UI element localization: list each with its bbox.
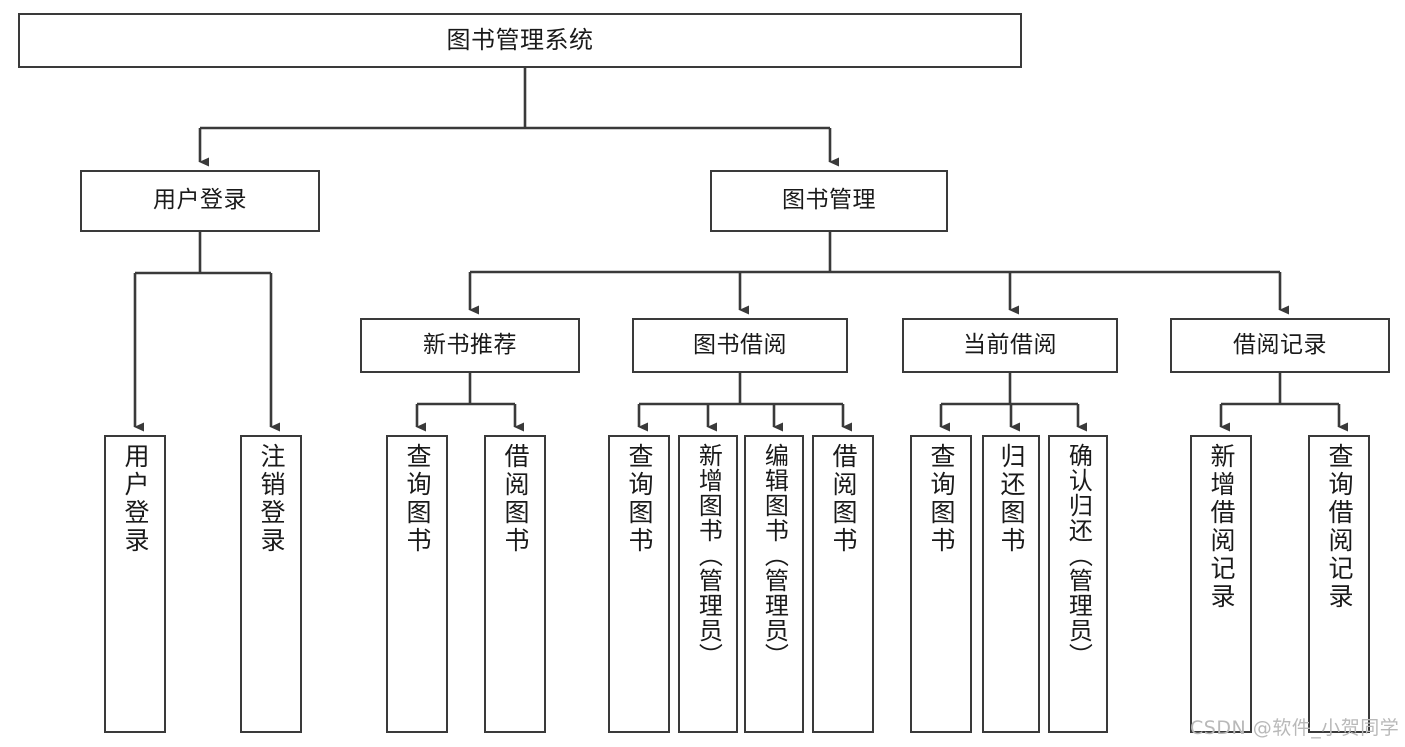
leaf-borrow-book-rec-label: 借阅图书 [501, 443, 530, 555]
node-user-login[interactable]: 用户登录 [80, 170, 320, 232]
leaf-add-record[interactable]: 新增借阅记录 [1190, 435, 1252, 733]
leaf-user-logout[interactable]: 注销登录 [240, 435, 302, 733]
leaf-query-book-rec-label: 查询图书 [403, 443, 432, 555]
leaf-query-book-borrow[interactable]: 查询图书 [608, 435, 670, 733]
leaf-query-book-current-label: 查询图书 [927, 443, 956, 555]
node-root-label: 图书管理系统 [446, 26, 594, 55]
leaf-borrow-book-label: 借阅图书 [829, 443, 858, 555]
leaf-query-book-borrow-label: 查询图书 [625, 443, 654, 555]
node-new-book-recommend-label: 新书推荐 [423, 331, 517, 358]
leaf-edit-book[interactable]: 编辑图书（管理员） [744, 435, 804, 733]
leaf-confirm-return[interactable]: 确认归还（管理员） [1048, 435, 1108, 733]
leaf-add-book[interactable]: 新增图书（管理员） [678, 435, 738, 733]
watermark: CSDN @软件_小贺同学 [1190, 717, 1400, 739]
node-current-borrow-label: 当前借阅 [963, 331, 1057, 358]
node-book-borrow[interactable]: 图书借阅 [632, 318, 848, 373]
leaf-add-book-label: 新增图书（管理员） [694, 443, 723, 668]
leaf-return-book[interactable]: 归还图书 [982, 435, 1040, 733]
leaf-user-login-label: 用户登录 [121, 443, 150, 555]
node-book-manage[interactable]: 图书管理 [710, 170, 948, 232]
node-book-manage-label: 图书管理 [782, 187, 876, 214]
node-root[interactable]: 图书管理系统 [18, 13, 1022, 68]
leaf-add-record-label: 新增借阅记录 [1207, 443, 1236, 611]
leaf-query-book-rec[interactable]: 查询图书 [386, 435, 448, 733]
leaf-user-login[interactable]: 用户登录 [104, 435, 166, 733]
node-borrow-record[interactable]: 借阅记录 [1170, 318, 1390, 373]
node-new-book-recommend[interactable]: 新书推荐 [360, 318, 580, 373]
node-user-login-label: 用户登录 [153, 187, 247, 214]
leaf-query-record[interactable]: 查询借阅记录 [1308, 435, 1370, 733]
leaf-query-record-label: 查询借阅记录 [1325, 443, 1354, 611]
leaf-user-logout-label: 注销登录 [257, 443, 286, 555]
leaf-edit-book-label: 编辑图书（管理员） [760, 443, 789, 668]
node-book-borrow-label: 图书借阅 [693, 331, 787, 358]
leaf-query-book-current[interactable]: 查询图书 [910, 435, 972, 733]
leaf-return-book-label: 归还图书 [997, 443, 1026, 555]
leaf-borrow-book-rec[interactable]: 借阅图书 [484, 435, 546, 733]
leaf-confirm-return-label: 确认归还（管理员） [1064, 443, 1093, 668]
node-borrow-record-label: 借阅记录 [1233, 331, 1327, 358]
leaf-borrow-book[interactable]: 借阅图书 [812, 435, 874, 733]
node-current-borrow[interactable]: 当前借阅 [902, 318, 1118, 373]
